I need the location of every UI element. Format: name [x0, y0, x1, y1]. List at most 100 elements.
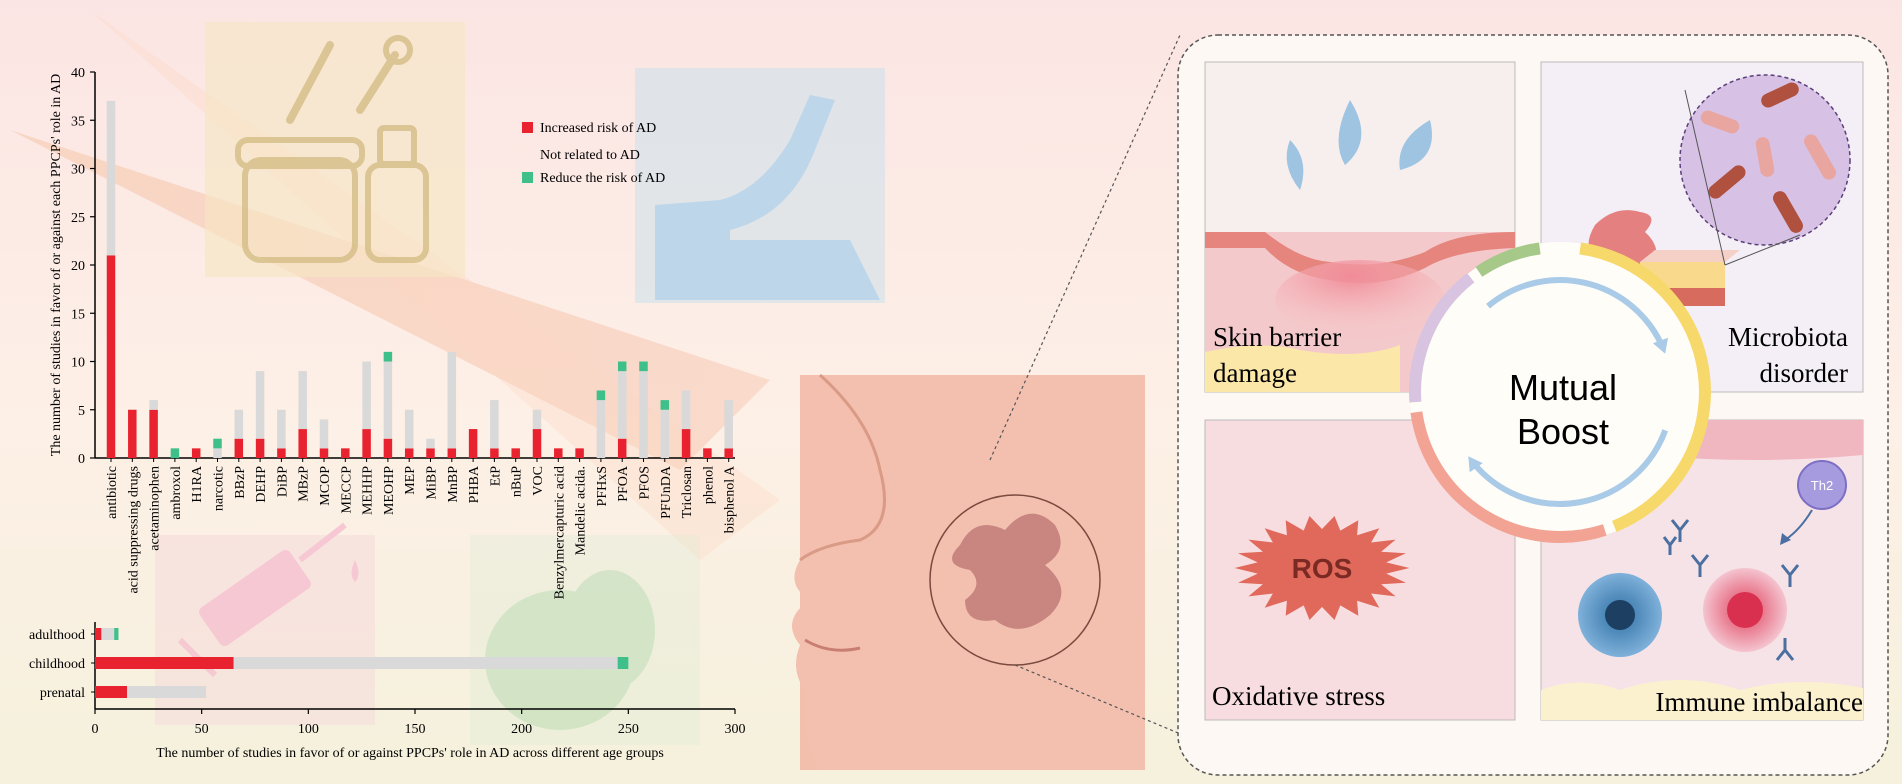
- bar-segment-increased: [319, 448, 329, 458]
- bar-segment-not-related: [298, 371, 307, 430]
- y-tick-label: 15: [71, 307, 85, 322]
- h-bar-segment-not-related: [101, 628, 115, 640]
- bacteria-icon: [1773, 191, 1803, 233]
- y-tick-label: 25: [71, 211, 85, 226]
- h-x-tick-label: 300: [725, 722, 746, 737]
- bar-segment-reduce: [383, 351, 393, 362]
- category-label: DEHP: [254, 466, 269, 503]
- bar-segment-not-related: [490, 400, 499, 449]
- hands-icon: [470, 535, 700, 745]
- legend-swatch-increased: [522, 122, 533, 133]
- y-tick-label: 0: [78, 452, 85, 467]
- lip-line: [804, 638, 861, 652]
- bar-segment-increased: [341, 448, 350, 458]
- h-x-tick-label: 50: [195, 722, 209, 737]
- category-label: bisphenol A: [723, 465, 738, 533]
- y-tick-label: 30: [71, 163, 85, 178]
- bar-segment-not-related: [404, 409, 414, 449]
- bar-segment-not-related: [532, 409, 542, 430]
- h-bar-segment-reduce: [617, 657, 629, 669]
- y-tick-label: 20: [71, 259, 85, 274]
- category-label: antibiotic: [105, 466, 120, 519]
- cycle-arc-lilac: [1409, 272, 1475, 403]
- category-label: PFHxS: [595, 466, 610, 506]
- category-label: narcotic: [212, 466, 227, 511]
- immune-base: [1541, 680, 1863, 720]
- bar-segment-not-related: [383, 361, 393, 439]
- bar-segment-increased: [511, 448, 520, 458]
- category-label: Mandelic acida.: [574, 466, 589, 555]
- ros-burst-icon: [1234, 516, 1410, 620]
- bar-segment-increased: [724, 448, 733, 458]
- microbiota-label-2: disorder: [1760, 358, 1848, 388]
- h-x-tick-label: 100: [298, 722, 319, 737]
- category-labels: antibiotic acid suppressing drugs acetamin…: [105, 458, 738, 599]
- category-label: MnBP: [446, 466, 461, 503]
- h-category-label: childhood: [29, 657, 85, 672]
- y-tick-label: 10: [71, 356, 85, 371]
- bar-segment-increased: [149, 409, 158, 458]
- light-beam-left: [10, 130, 770, 470]
- bar-segment-reduce: [639, 361, 648, 372]
- category-label: acetaminophen: [148, 466, 163, 551]
- category-label: MBzP: [297, 466, 312, 502]
- face-shape: [792, 375, 1145, 770]
- bar-segment-increased: [383, 438, 393, 458]
- bar-segment-increased: [703, 448, 712, 458]
- h-x-tick-label: 0: [92, 722, 99, 737]
- zoom-line: [1724, 234, 1801, 266]
- b-cell-nucleus: [1727, 592, 1763, 628]
- category-label: PFUnDA: [659, 465, 674, 519]
- cycle-arrowhead-icon: [1652, 337, 1668, 354]
- bar-segment-increased: [234, 438, 244, 458]
- bacteria-icon: [1804, 134, 1836, 180]
- bar-segment-reduce: [596, 390, 606, 401]
- bar-segment-increased: [106, 255, 116, 458]
- bar-segment-reduce: [213, 438, 222, 449]
- category-label: acid suppressing drugs: [126, 466, 141, 594]
- h-bar-segment-not-related: [233, 657, 618, 669]
- h-bar-segment-not-related: [127, 686, 206, 698]
- bar-segment-increased: [426, 448, 435, 458]
- cycle-center-disc: [1410, 242, 1710, 542]
- bar-segment-increased: [404, 448, 414, 458]
- bar-segment-increased: [298, 429, 307, 458]
- bacteria-icon: [1708, 165, 1746, 199]
- legend-label-increased: Increased risk of AD: [540, 121, 656, 136]
- bar-segment-not-related: [213, 448, 222, 458]
- bar-segment-increased: [617, 438, 627, 458]
- bar-segment-increased: [277, 448, 286, 458]
- category-label: PHBA: [467, 465, 482, 503]
- dermis-yellow: [1205, 345, 1400, 392]
- category-label: MiBP: [425, 466, 440, 500]
- y-tick-label: 5: [78, 404, 85, 419]
- th2-cell-icon: [1797, 460, 1847, 510]
- zoom-line: [1684, 89, 1726, 266]
- cycle-arc-green: [1475, 242, 1541, 277]
- bar-segment-increased: [490, 448, 499, 458]
- h-x-tick-label: 200: [511, 722, 532, 737]
- eczema-lesion: [952, 513, 1062, 629]
- bar-segment-increased: [447, 448, 457, 458]
- bar-segment-not-related: [617, 371, 627, 439]
- oxidative-stress-label: Oxidative stress: [1212, 681, 1385, 711]
- legend-label-not-related: Not related to AD: [540, 148, 640, 163]
- h-x-tick-label: 250: [618, 722, 639, 737]
- ointment-tube-icon: [635, 68, 885, 303]
- mutual-boost-cycle: Mutual Boost: [1409, 242, 1711, 543]
- bar-segment-increased: [575, 448, 584, 458]
- category-label: nBuP: [510, 466, 525, 497]
- center-label-mutual: Mutual: [1509, 367, 1617, 408]
- cycle-arrow-icon: [1471, 429, 1669, 507]
- x-axis-label: The number of studies in favor of or aga…: [156, 746, 664, 761]
- bar-segment-reduce: [170, 448, 180, 458]
- bar-segment-not-related: [639, 371, 648, 458]
- legend-label-reduce: Reduce the risk of AD: [540, 171, 665, 186]
- bar-segment-not-related: [596, 400, 606, 458]
- category-label: MEP: [403, 466, 418, 495]
- zoom-line-bottom: [1014, 664, 1196, 741]
- bar-segment-not-related: [149, 400, 158, 410]
- bars: [106, 100, 733, 458]
- epidermis-layer: [1205, 232, 1515, 284]
